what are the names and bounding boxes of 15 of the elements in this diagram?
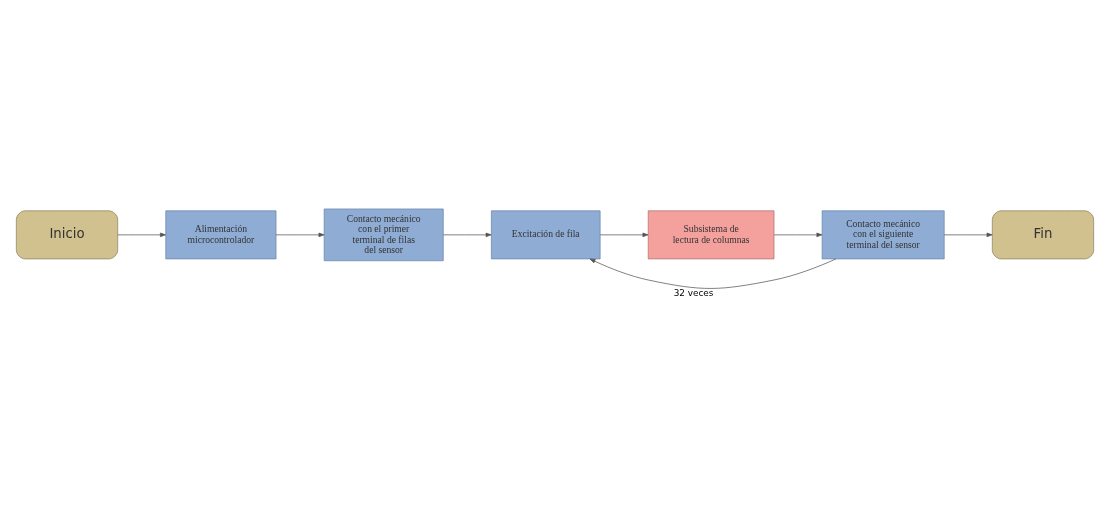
arrow [599, 232, 649, 237]
arrow [117, 232, 166, 237]
node-box: Inicio [15, 209, 119, 259]
node-box: Contacto mecánico con el primer terminal de filas del sensor [323, 208, 444, 261]
node-box: Subsistema de lectura de columnas [647, 209, 775, 259]
arrow [773, 232, 823, 237]
edge-label: 32 veces [673, 287, 714, 298]
arrow [275, 232, 325, 237]
node-box: Fin [991, 209, 1095, 259]
arrow [589, 258, 837, 289]
node-box: Excitación de fila [491, 209, 601, 259]
node-box: Contacto mecánico con el siguiente terminal del sensor [821, 209, 945, 259]
arrow [442, 232, 492, 237]
node-box: Alimentación microcontrolador [165, 209, 277, 259]
arrow [943, 232, 993, 237]
